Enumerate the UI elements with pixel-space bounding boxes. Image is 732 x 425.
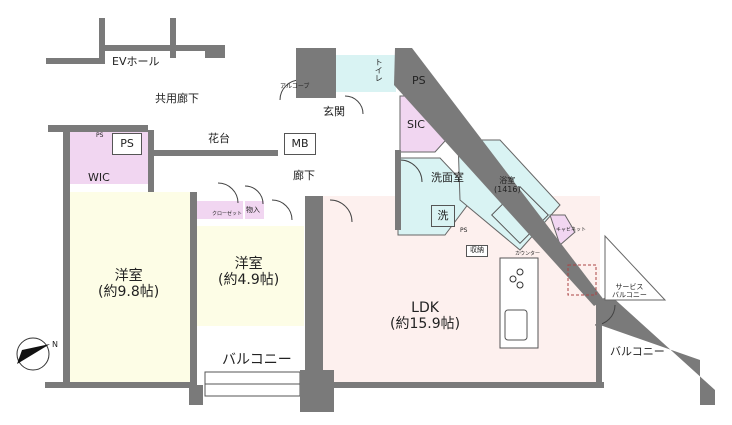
washroom-label: 洗面室 xyxy=(431,171,464,184)
alcove-label: アルコーブ xyxy=(280,83,310,90)
service-balcony-label: サービス バルコニー xyxy=(612,283,647,300)
western-room-2-floor xyxy=(196,226,304,326)
entrance-label: 玄関 xyxy=(323,105,345,118)
washer-box: 洗 xyxy=(431,205,455,227)
flower-bed-label: 花台 xyxy=(208,132,230,145)
western-room-2-label: 洋室 (約4.9帖) xyxy=(218,256,280,289)
common-corridor-label: 共用廊下 xyxy=(155,92,199,105)
western-room-1-label: 洋室 (約9.8帖) xyxy=(98,268,160,301)
wall xyxy=(395,150,401,230)
wic-label: WIC xyxy=(88,171,110,184)
toilet-label: トイレ xyxy=(374,58,384,82)
wall xyxy=(296,48,336,98)
wall xyxy=(305,196,323,372)
wall xyxy=(45,382,195,388)
ev-hall-label: EVホール xyxy=(112,55,160,68)
wall xyxy=(190,192,197,387)
ps-box-1: PS xyxy=(112,133,142,155)
balcony-2-label: バルコニー xyxy=(610,345,665,358)
hallway-label: 廊下 xyxy=(293,169,315,182)
compass-north-label: N xyxy=(52,340,58,349)
wall xyxy=(46,58,101,64)
ps-small-label: PS xyxy=(96,132,104,139)
wall xyxy=(205,45,225,58)
wall xyxy=(148,150,278,156)
wall xyxy=(99,18,105,64)
wall xyxy=(63,125,70,387)
wall xyxy=(148,130,154,192)
closet-floor xyxy=(196,201,243,219)
balcony-1-label: バルコニー xyxy=(222,352,292,368)
counter-label: カウンター xyxy=(515,251,541,257)
wall xyxy=(170,18,176,58)
storage-label: 物入 xyxy=(246,206,260,214)
storage-2-box: 収納 xyxy=(466,245,488,257)
wall xyxy=(300,370,334,412)
storage-floor xyxy=(245,201,264,219)
toilet-floor xyxy=(336,55,396,92)
wall xyxy=(48,125,148,132)
wall xyxy=(189,385,203,405)
cabinet-label: キャビネット xyxy=(556,227,587,233)
bathroom-label: 浴室(1416) xyxy=(494,176,521,195)
mb-box: MB xyxy=(284,133,316,155)
closet-label: クローゼット xyxy=(212,211,243,217)
ps-label-3: PS xyxy=(412,74,426,87)
sic-label: SIC xyxy=(407,118,425,131)
ps-label-4: PS xyxy=(460,227,468,234)
wall xyxy=(334,382,604,388)
wall xyxy=(596,300,602,385)
western-room-1-floor xyxy=(70,192,195,382)
wall xyxy=(105,45,225,51)
ldk-label: LDK (約15.9帖) xyxy=(390,300,461,333)
